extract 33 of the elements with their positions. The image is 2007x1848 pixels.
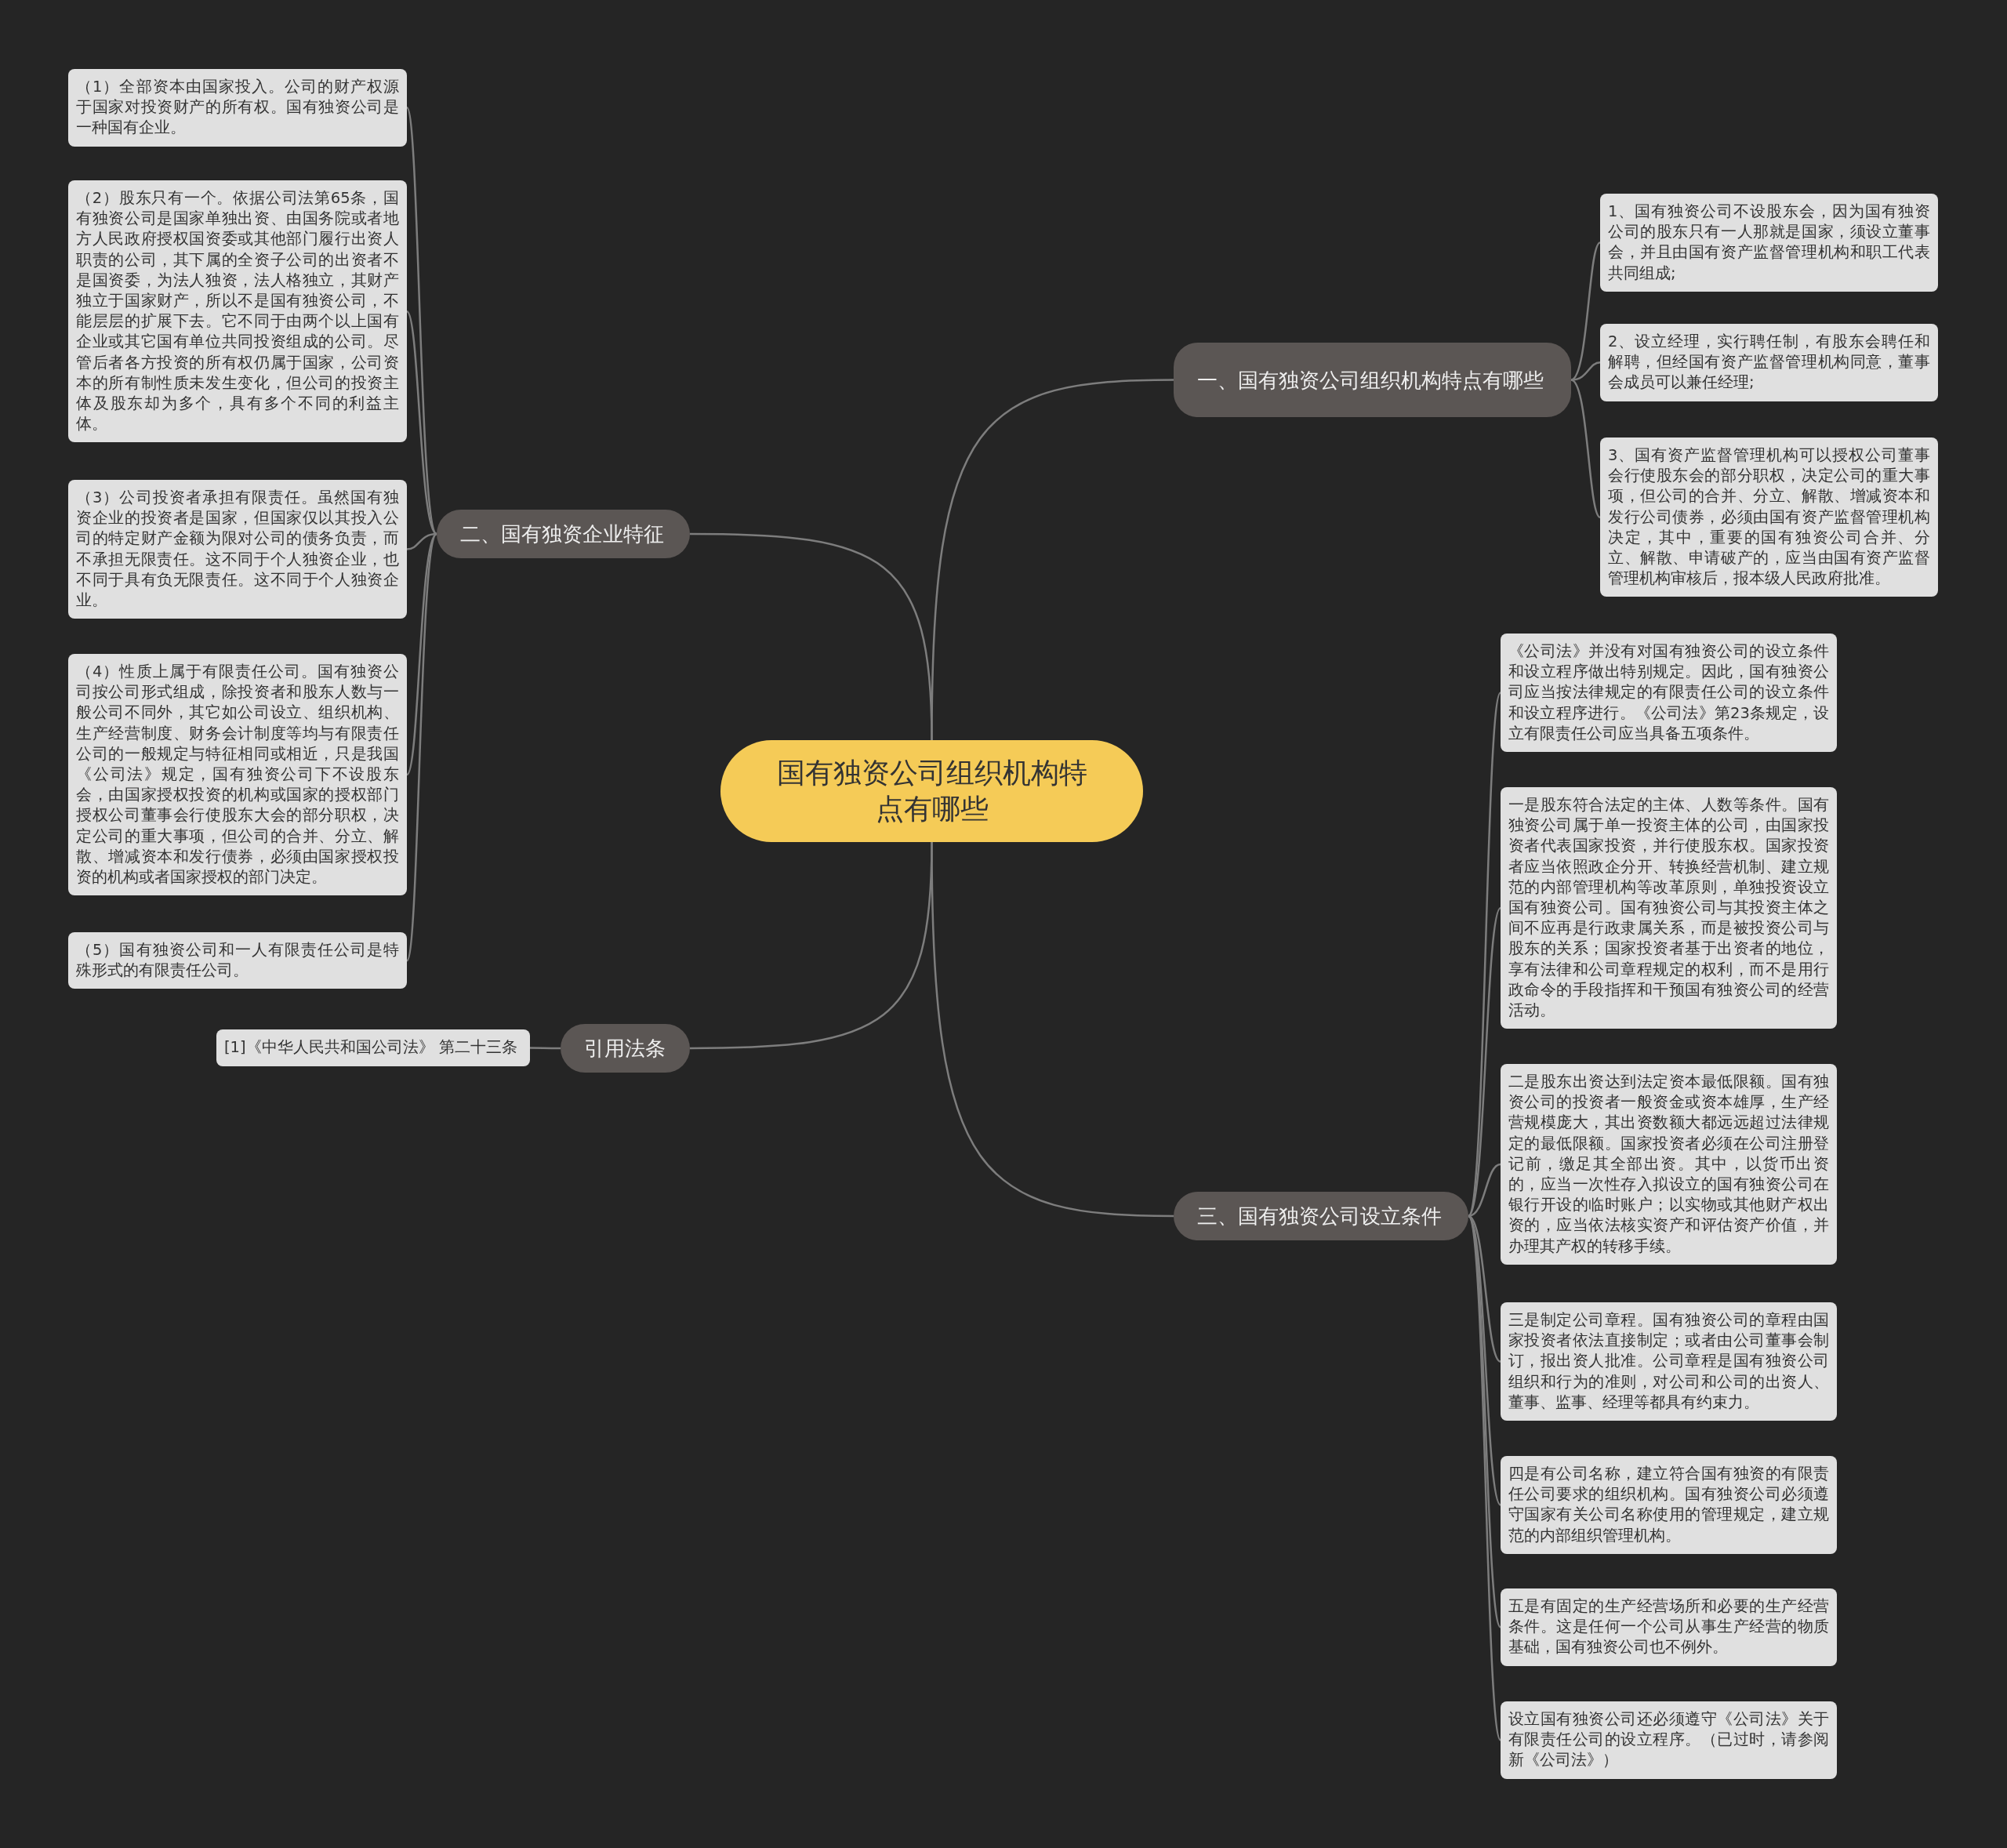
note-box: 设立国有独资公司还必须遵守《公司法》关于有限责任公司的设立程序。（已过时，请参阅新《公司法》） xyxy=(1501,1701,1837,1779)
note-box: 四是有公司名称，建立符合国有独资的有限责任公司要求的组织机构。国有独资公司必须遵守国家有关公司名称使用的管理规定，建立规范的内部组织管理机构。 xyxy=(1501,1456,1837,1554)
note-box: （3）公司投资者承担有限责任。虽然国有独资企业的投资者是国家，但国家仅以其投入公司的特定财产金额为限对公司的债务负责，而不承担无限责任。这不同于个人独资企业，也不同于具有负无限责任。这不同于个人独资企业。 xyxy=(68,480,407,619)
connector-line xyxy=(1467,692,1502,1217)
note-box: [1]《中华人民共和国公司法》 第二十三条 xyxy=(216,1029,530,1066)
connector-line xyxy=(690,532,933,741)
note-box: 1、国有独资公司不设股东会，因为国有独资公司的股东只有一人那就是国家，须设立董事会，并且由国有资产监督管理机构和职工代表共同组成; xyxy=(1600,194,1938,292)
note-box: 2、设立经理，实行聘任制，有股东会聘任和解聘，但经国有资产监督管理机构同意，董事会成员可以兼任经理; xyxy=(1600,324,1938,401)
connector-line xyxy=(1570,241,1601,381)
connector-line xyxy=(1570,379,1601,518)
connector-line xyxy=(530,1047,561,1050)
connector-line xyxy=(1468,1163,1501,1218)
connector-line xyxy=(405,533,438,961)
note-box: 二是股东出资达到法定资本最低限额。国有独资公司的投资者一般资金或资本雄厚，生产经营规模庞大，其出资数额大都远远超过法律规定的最低限额。国家投资者必须在公司注册登记前，缴足其全部出资。其中，以货币出资的，应当一次性存入拟设立的国有独资公司在银行开设的临时账户；以实物或其他财产权出资的，应当依法核实资产和评估资产价值，并办理其产权的转移手续。 xyxy=(1501,1064,1837,1265)
connector-line xyxy=(931,842,1174,1218)
note-box: （4）性质上属于有限责任公司。国有独资公司按公司形式组成，除投资者和股东人数与一般公司不同外，其它如公司设立、组织机构、生产经营制度、财务会计制度等均与有限责任公司的一般规定与特征相同或相近，只是我国《公司法》规定，国有独资公司下不设股东会，由国家授权投资的机构或国家的授权部门授权公司董事会行使股东大会的部分职权，决定公司的重大事项，但公司的合并、分立、解散、增减资本和发行债券，必须由国家授权投资的机构或者国家授权的部门决定。 xyxy=(68,654,407,896)
note-box: 三是制定公司章程。国有独资公司的章程由国家投资者依法直接制定；或者由公司董事会制订，报出资人批准。公司章程是国有独资公司组织和行为的准则，对公司和公司的出资人、董事、监事、经理等都具有约束力。 xyxy=(1501,1302,1837,1421)
note-box: 一是股东符合法定的主体、人数等条件。国有独资公司属于单一投资主体的公司，由国家投资者代表国家投资，并行使股东权。国家投资者应当依照政企分开、转换经营机制、建立规范的内部管理机构等改革原则，单独投资设立国有独资公司。国有独资公司与其投资主体之间不应再是行政隶属关系，而是被投资公司与股东的关系；国家投资者基于出资者的地位，享有法律和公司章程规定的权利，而不是用行政命令的手段指挥和干预国有独资公司的经营活动。 xyxy=(1501,787,1837,1029)
note-box: （5）国有独资公司和一人有限责任公司是特殊形式的有限责任公司。 xyxy=(68,932,407,989)
note-box: 3、国有资产监督管理机构可以授权公司董事会行使股东会的部分职权，决定公司的重大事项，但公司的合并、分立、解散、增减资本和发行公司债券，必须由国有资产监督管理机构决定，其中，重要的国有独资公司合并、分立、解散、申请破产的，应当由国有资产监督管理机构审核后，报本级人民政府批准。 xyxy=(1600,437,1938,597)
topic-pill: 三、国有独资公司设立条件 xyxy=(1174,1192,1468,1240)
note-box: 《公司法》并没有对国有独资公司的设立条件和设立程序做出特别规定。因此，国有独资公司应当按法律规定的有限责任公司的设立条件和设立程序进行。《公司法》第23条规定，设立有限责任公司应当具备五项条件。 xyxy=(1501,634,1837,752)
central-topic: 国有独资公司组织机构特点有哪些 xyxy=(720,740,1143,842)
connector-line xyxy=(1467,1215,1502,1741)
connector-line xyxy=(406,532,437,550)
topic-pill: 引用法条 xyxy=(561,1024,690,1073)
note-box: 五是有固定的生产经营场所和必要的生产经营条件。这是任何一个公司从事生产经营的物质基础，国有独资公司也不例外。 xyxy=(1501,1588,1837,1666)
note-box: （2）股东只有一个。依据公司法第65条，国有独资公司是国家单独出资、由国务院或者地方人民政府授权国资委或其他部门履行出资人职责的公司，其下属的全资子公司的出资者不是国资委，为法人独资，法人格独立，其财产独立于国家财产，所以不是国有独资公司，不能层层的扩展下去。它不同于由两个以上国有企业或其它国有单位共同投资组成的公司。尽管后者各方投资的所有权仍属于国家，公司资本的所有制性质未发生变化，但公司的投资主体及股东却为多个，具有多个不同的利益主体。 xyxy=(68,180,407,443)
connector-line xyxy=(405,107,438,535)
topic-pill: 一、国有独资公司组织机构特点有哪些 xyxy=(1174,343,1571,417)
note-box: （1）全部资本由国家投入。公司的财产权源于国家对投资财产的所有权。国有独资公司是一种国有企业。 xyxy=(68,69,407,147)
topic-pill: 二、国有独资企业特征 xyxy=(437,510,690,558)
connector-line xyxy=(1467,1215,1502,1628)
